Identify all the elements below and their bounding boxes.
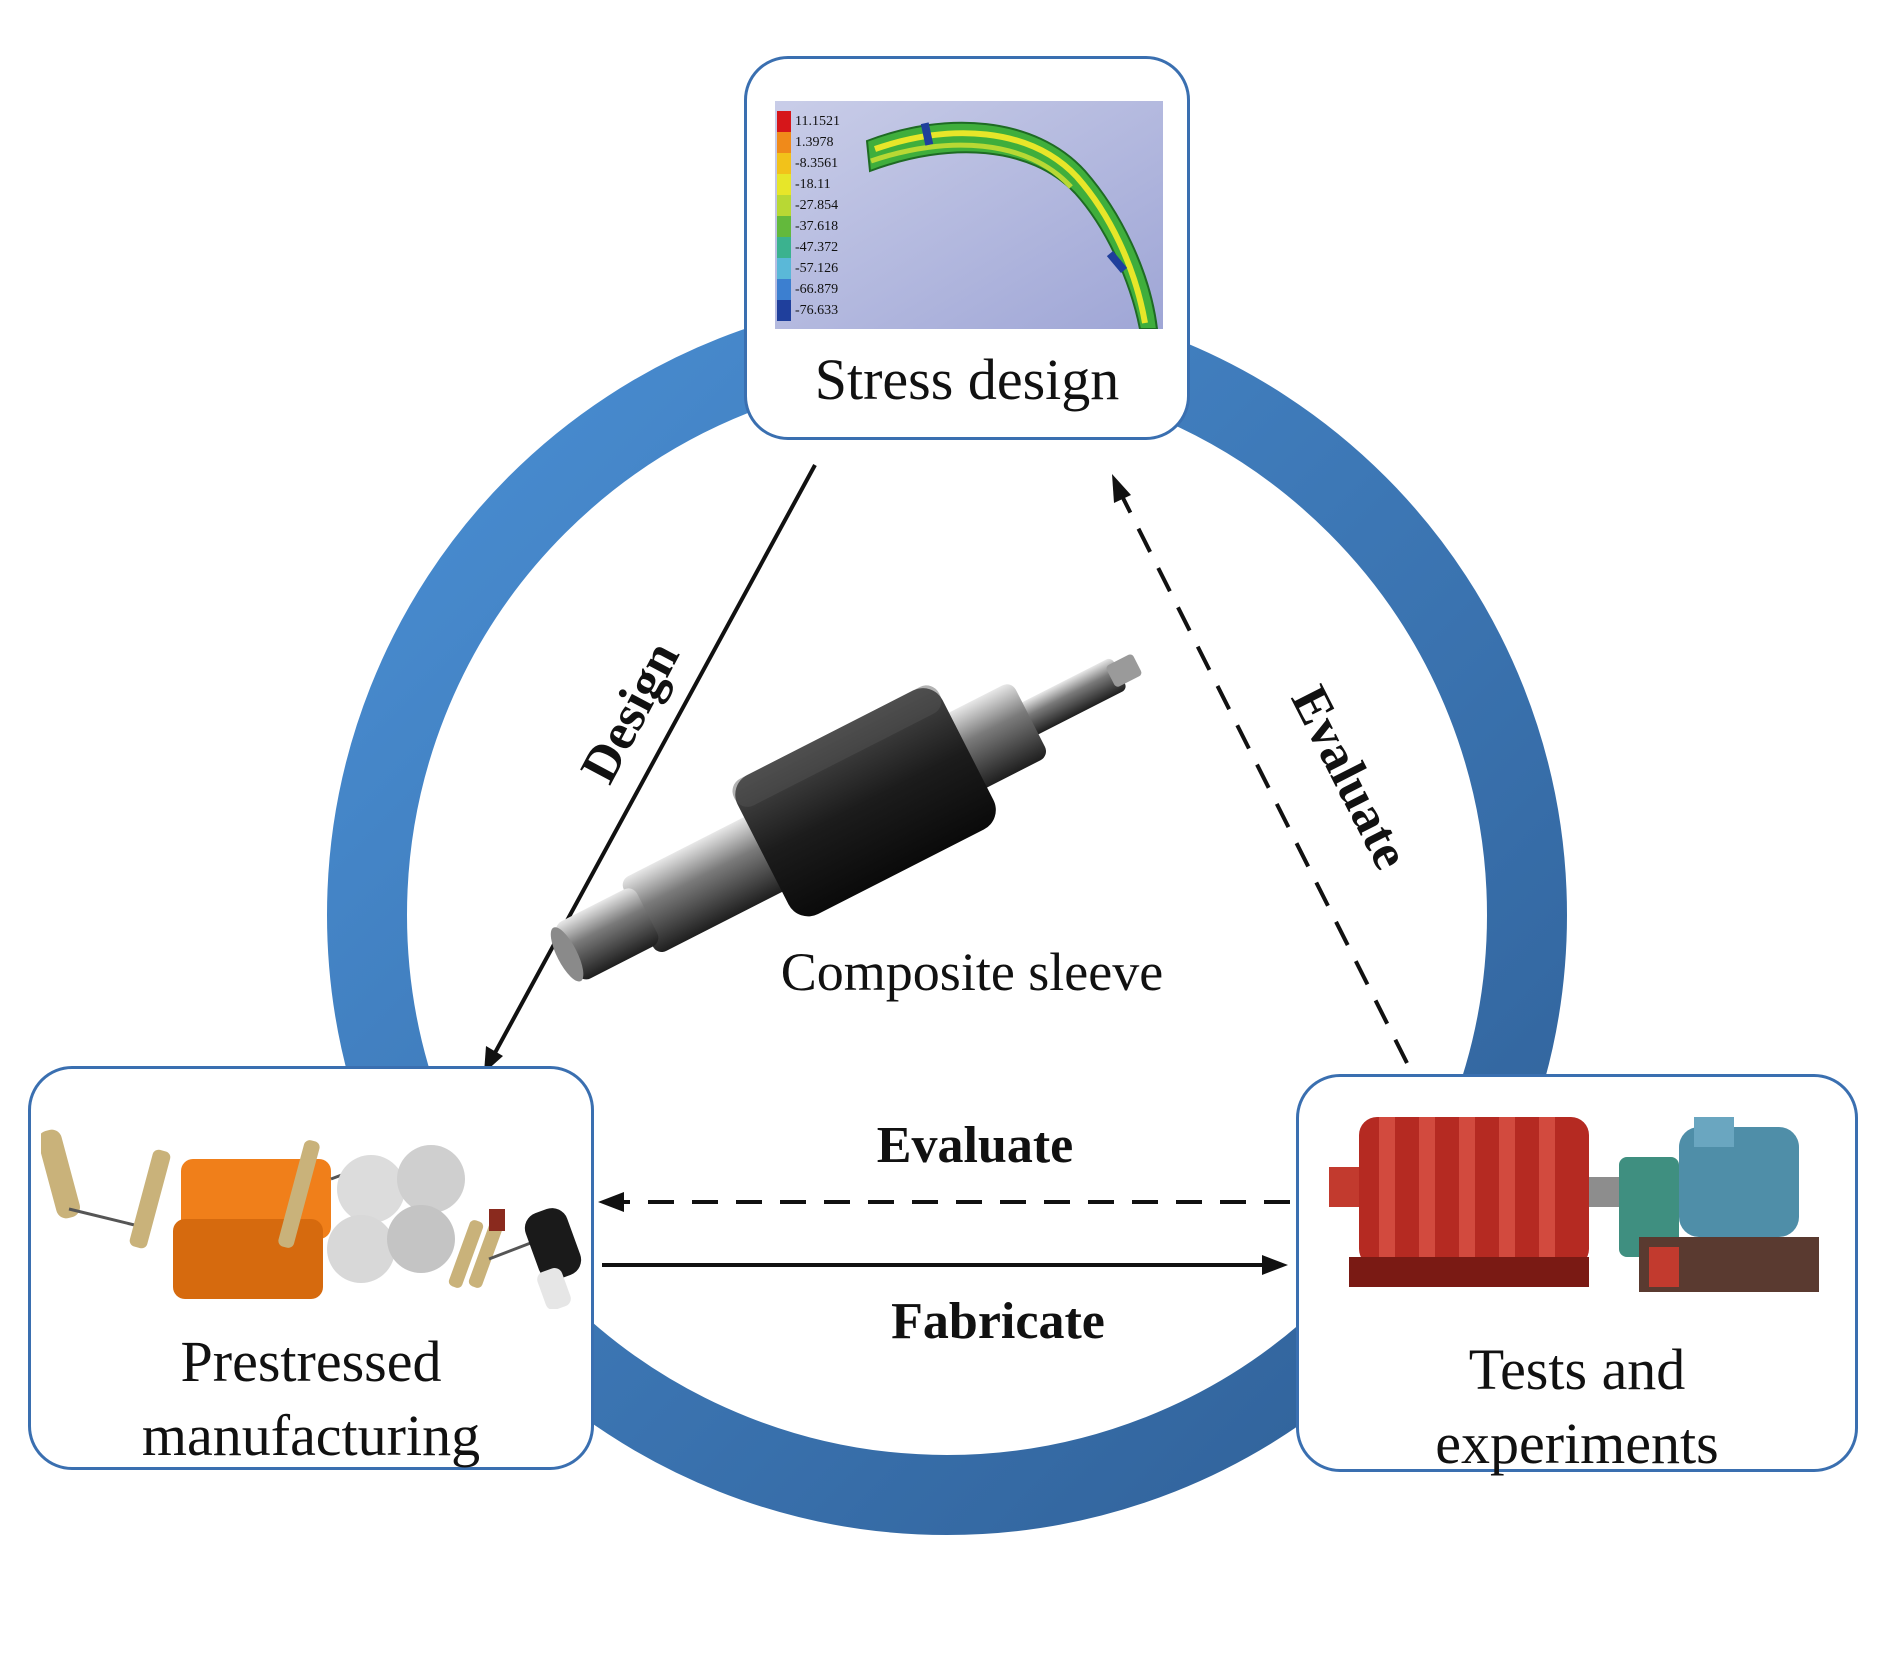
stress-contour-plot: 11.1521 1.3978 -8.3561 -18.11 -27.854 -37.618… [775, 101, 1163, 329]
fabricate-arrow [602, 1255, 1288, 1275]
evaluate-diagonal-arrow [1112, 474, 1409, 1064]
legend-swatch [777, 258, 791, 279]
legend-swatch [777, 153, 791, 174]
legend-value: -66.879 [795, 282, 838, 297]
legend-swatch [777, 216, 791, 237]
legend-value: 11.1521 [795, 114, 840, 129]
legend-swatch [777, 300, 791, 321]
legend-value: -8.3561 [795, 156, 838, 171]
legend-swatch [777, 111, 791, 132]
tests-label-line1: Tests and [1468, 1337, 1686, 1402]
tests-label-line2: experiments [1435, 1411, 1719, 1476]
stress-design-node: 11.1521 1.3978 -8.3561 -18.11 -27.854 -37.618… [744, 56, 1190, 440]
legend-swatch [777, 195, 791, 216]
legend-swatch [777, 132, 791, 153]
composite-sleeve-image [550, 654, 1142, 982]
manufacturing-label-line2: manufacturing [141, 1403, 481, 1468]
legend-value: -76.633 [795, 303, 838, 318]
evaluate-horizontal-label: Evaluate [877, 1117, 1073, 1174]
legend-swatch [777, 237, 791, 258]
evaluate-horizontal-arrow [598, 1192, 1290, 1212]
legend-value: -37.618 [795, 219, 838, 234]
legend-value: -27.854 [795, 198, 838, 213]
tests-experiments-node: Tests and experiments [1296, 1074, 1858, 1476]
composite-sleeve-label: Composite sleeve [781, 942, 1163, 1002]
manufacturing-label-line1: Prestressed [180, 1329, 442, 1394]
legend-swatch [777, 279, 791, 300]
design-arrow-label: Design [570, 632, 691, 791]
legend-value: -47.372 [795, 240, 838, 255]
legend-value: -18.11 [795, 177, 831, 192]
legend-swatch [777, 174, 791, 195]
stress-design-label: Stress design [814, 347, 1120, 412]
prestressed-manufacturing-node: Prestressed manufacturing [28, 1066, 594, 1470]
test-rig-image [1329, 1117, 1819, 1292]
manufacturing-machine-image [41, 1129, 582, 1309]
fabricate-arrow-label: Fabricate [891, 1293, 1105, 1350]
legend-value: -57.126 [795, 261, 838, 276]
legend-value: 1.3978 [795, 135, 834, 150]
